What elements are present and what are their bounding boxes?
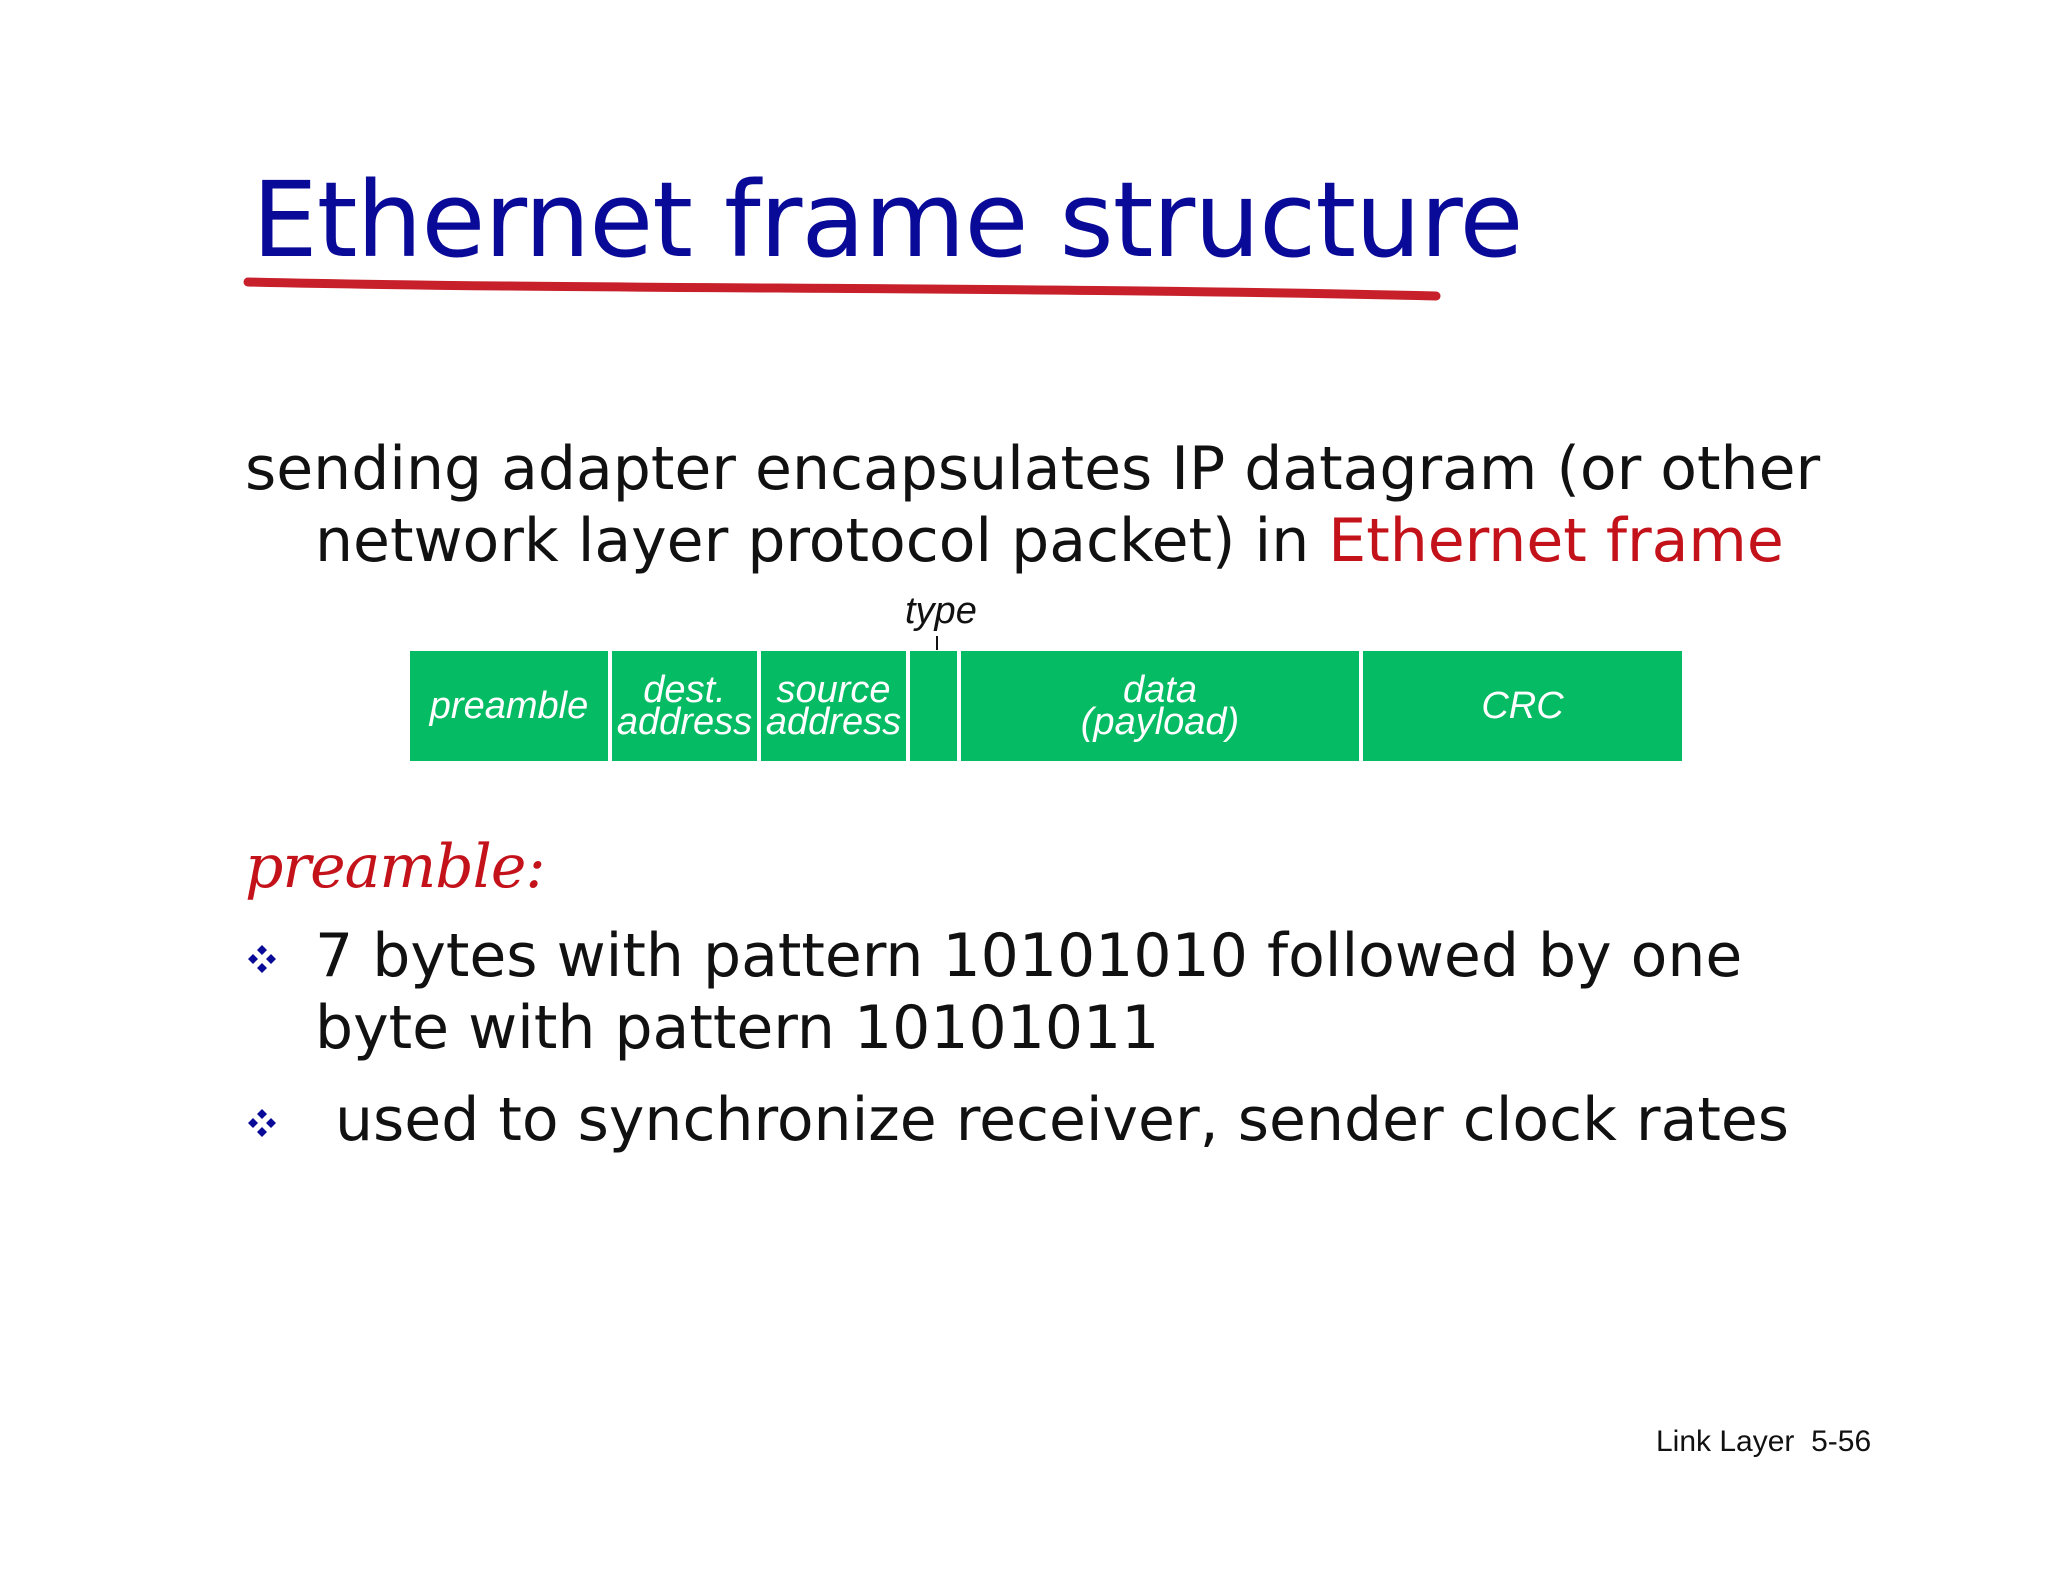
frame-field-preamble: preamble: [410, 651, 608, 761]
list-item: used to synchronize receiver, sender clo…: [245, 1084, 1845, 1156]
intro-line-1: sending adapter encapsulates IP datagram…: [245, 434, 1821, 504]
bullet-text: 7 bytes with pattern 10101010 followed b…: [315, 921, 1743, 1063]
preamble-bullet-list: 7 bytes with pattern 10101010 followed b…: [245, 920, 1845, 1176]
intro-text: sending adapter encapsulates IP datagram…: [245, 433, 1885, 577]
field-label: CRC: [1481, 685, 1564, 727]
slide-title: Ethernet frame structure: [252, 159, 1523, 281]
field-label: (payload): [1080, 701, 1240, 743]
type-label-pointer: [936, 636, 938, 650]
field-label: address: [765, 701, 902, 743]
title-underline: [243, 277, 1441, 301]
field-label: dest.: [643, 669, 726, 711]
four-diamond-icon: [248, 945, 276, 973]
field-label: source: [776, 669, 891, 711]
type-field-label: type: [905, 590, 977, 632]
field-label: data: [1123, 669, 1197, 711]
four-diamond-icon: [248, 1109, 276, 1137]
field-label: address: [616, 701, 753, 743]
intro-line-2-text: network layer protocol packet) in: [315, 506, 1329, 576]
bullet-text: used to synchronize receiver, sender clo…: [335, 1085, 1790, 1155]
preamble-heading: preamble:: [245, 832, 546, 902]
intro-line-2: network layer protocol packet) in Ethern…: [245, 505, 1885, 577]
field-label: preamble: [429, 685, 589, 727]
frame-field-data-payload: data(payload): [961, 651, 1359, 761]
slide-footer: Link Layer 5-56: [1656, 1425, 1872, 1458]
list-item: 7 bytes with pattern 10101010 followed b…: [245, 920, 1845, 1064]
frame-field-dest-address: dest.address: [612, 651, 757, 761]
frame-field-crc: CRC: [1363, 651, 1682, 761]
ethernet-frame-highlight: Ethernet frame: [1328, 506, 1784, 576]
frame-field-type: [910, 651, 957, 761]
